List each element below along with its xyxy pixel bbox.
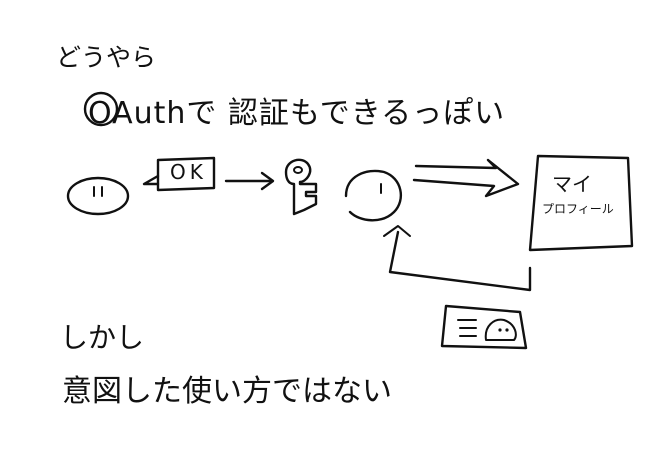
return-arrow-icon — [383, 225, 532, 292]
key-icon — [284, 158, 318, 216]
profile-subtitle: プロフィール — [542, 202, 614, 216]
headline-text: OAuthで 認証もできるっぽい — [88, 96, 506, 131]
conclusion-text: 意図した使い方ではない — [62, 374, 392, 409]
left-face-icon — [66, 176, 130, 216]
ok-label: OK — [170, 160, 207, 184]
intro-text: どうやら — [56, 43, 157, 72]
oauth-circle-icon — [83, 91, 119, 127]
however-text: しかし — [60, 321, 145, 354]
big-arrow-right-icon — [412, 158, 520, 198]
profile-title: マイ — [552, 172, 592, 196]
id-card-icon — [440, 304, 528, 350]
ok-speech-bubble — [142, 156, 216, 192]
arrow-right-icon — [224, 171, 275, 191]
right-face-icon — [344, 169, 403, 222]
profile-card-icon — [528, 154, 634, 252]
